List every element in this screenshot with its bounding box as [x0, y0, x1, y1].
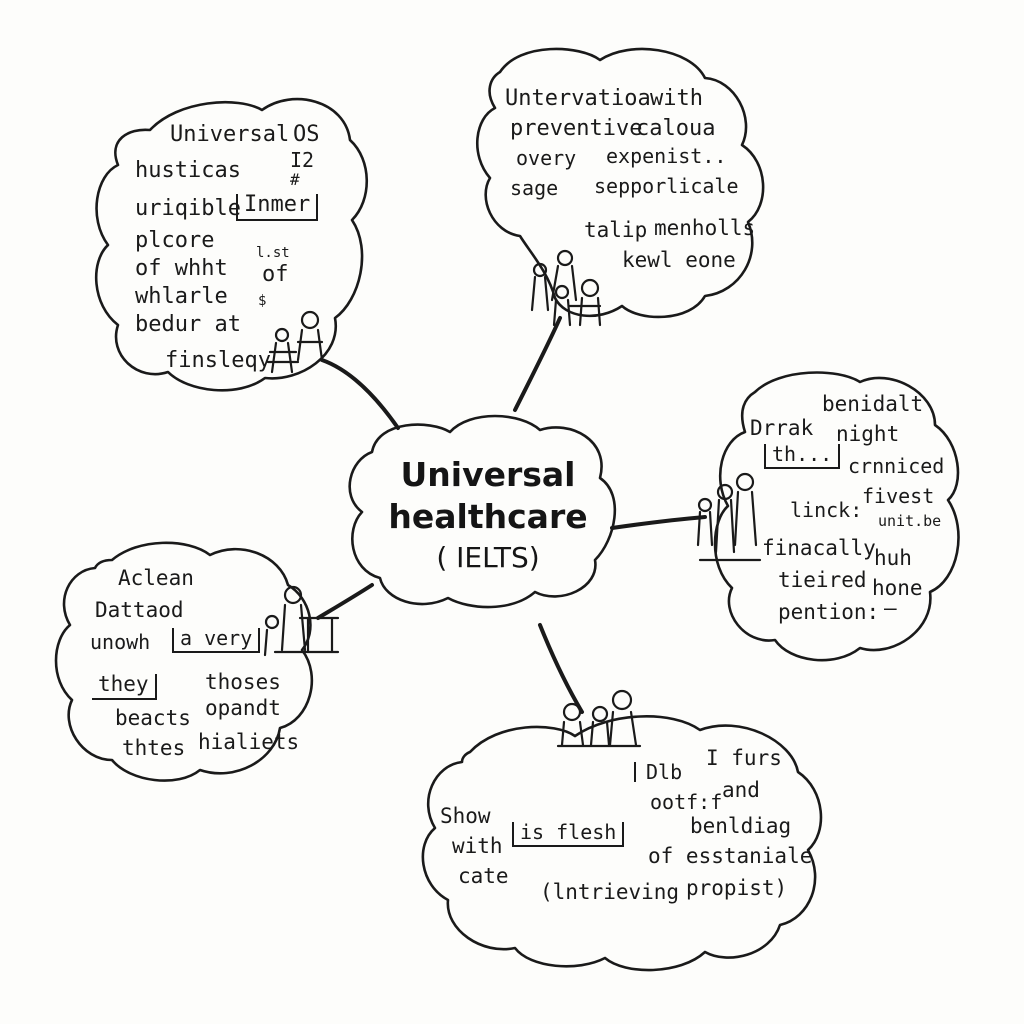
node-right-text: benidalt: [822, 392, 924, 416]
node-right-text: tieired: [778, 568, 867, 592]
node-top-left-text: of whht: [135, 256, 228, 281]
node-left-text: unowh: [90, 630, 151, 654]
node-top-left-text: OS: [293, 122, 320, 147]
node-right-text: hone: [872, 576, 923, 600]
node-left-text: opandt: [205, 696, 281, 720]
bubble-top-left: [94, 97, 369, 392]
node-right-text: th...: [764, 444, 841, 469]
node-bottom-text: Dlb: [634, 762, 682, 782]
node-top-right-text: with: [650, 86, 703, 111]
node-bottom-text: I furs: [706, 746, 782, 770]
node-bottom-text: cate: [458, 864, 509, 888]
node-top-right-text: overy: [516, 146, 577, 170]
node-top-left-text: uriqible: [135, 196, 241, 221]
node-top-right-text: Untervatioa: [505, 86, 651, 111]
people-icon-left: [263, 585, 340, 657]
bubble-left: [54, 541, 314, 782]
node-bottom-text: and: [722, 778, 760, 802]
node-left-text: hialiets: [198, 730, 300, 754]
node-left-text: Dattaod: [95, 598, 184, 622]
bubble-right: [713, 371, 960, 662]
center-title-line-3: ( IELTS): [436, 541, 540, 574]
node-bottom-text: propist): [686, 876, 788, 900]
node-top-left-text: #: [290, 170, 300, 189]
node-top-left-text: I2: [290, 148, 315, 172]
node-right-text: —: [884, 596, 897, 620]
node-left-text: thoses: [205, 670, 281, 694]
node-right-text: unit.be: [878, 512, 942, 530]
node-right-text: fivest: [862, 484, 935, 508]
people-icon-bottom: [556, 689, 642, 748]
node-top-right-text: sepporlicale: [594, 174, 739, 198]
node-bottom-text: with: [452, 834, 503, 858]
bubble-bottom: [421, 715, 823, 972]
connector-top-left: [320, 358, 400, 430]
node-left-text: Aclean: [118, 566, 194, 590]
center-title-line-2: healthcare: [388, 497, 588, 536]
node-left-text: a very: [172, 628, 261, 653]
node-top-left-text: whlarle: [135, 284, 228, 309]
bubble-top-right: [476, 47, 765, 319]
center-bubble: [348, 414, 617, 609]
node-bottom-text: is flesh: [512, 822, 625, 847]
node-top-left-text: of: [262, 262, 289, 287]
connector-bottom: [538, 623, 584, 714]
node-bottom-text: (lntrieving: [540, 880, 680, 904]
people-icon-right: [696, 472, 762, 562]
connector-left: [316, 583, 374, 620]
node-right-text: huh: [874, 546, 912, 570]
node-top-right-text: kewl eone: [622, 248, 736, 272]
node-left-text: beacts: [115, 706, 191, 730]
node-top-right-text: talip: [584, 218, 648, 242]
node-right-text: pention:: [778, 600, 880, 624]
node-bottom-text: benldiag: [690, 814, 792, 838]
node-bottom-text: of esstaniale: [648, 844, 813, 868]
node-top-right-text: preventive: [510, 116, 643, 141]
node-right-text: linck:: [790, 498, 863, 522]
center-title-line-1: Universal: [400, 455, 576, 494]
node-bottom-text: ootf:f: [650, 790, 723, 814]
node-left-text: they: [92, 674, 157, 700]
node-top-left-text: bedur at: [135, 312, 241, 337]
node-top-left-text: plcore: [135, 228, 215, 253]
node-top-left-text: l.st: [256, 245, 290, 261]
node-top-right-text: menholls: [654, 216, 756, 240]
people-icon-top-right: [530, 249, 602, 327]
node-top-left-text: $: [258, 293, 267, 309]
node-right-text: Drrak: [750, 416, 814, 440]
node-top-left-text: Universal: [170, 122, 290, 147]
node-top-left-text: husticas: [135, 158, 241, 183]
node-right-text: night: [836, 422, 900, 446]
node-right-text: finacally: [762, 536, 876, 560]
node-top-right-text: sage: [510, 176, 559, 200]
people-icon-top-left: [266, 310, 324, 374]
node-bottom-text: Show: [440, 804, 491, 828]
node-top-left-text: Inmer: [236, 194, 319, 221]
connector-right: [610, 515, 707, 530]
node-left-text: thtes: [122, 736, 186, 760]
node-top-left-text: finsleqy: [165, 348, 271, 373]
node-top-right-text: expenist..: [606, 144, 727, 168]
node-right-text: crnniced: [848, 454, 945, 478]
connector-top-right: [513, 316, 562, 412]
node-top-right-text: caloua: [636, 116, 716, 141]
